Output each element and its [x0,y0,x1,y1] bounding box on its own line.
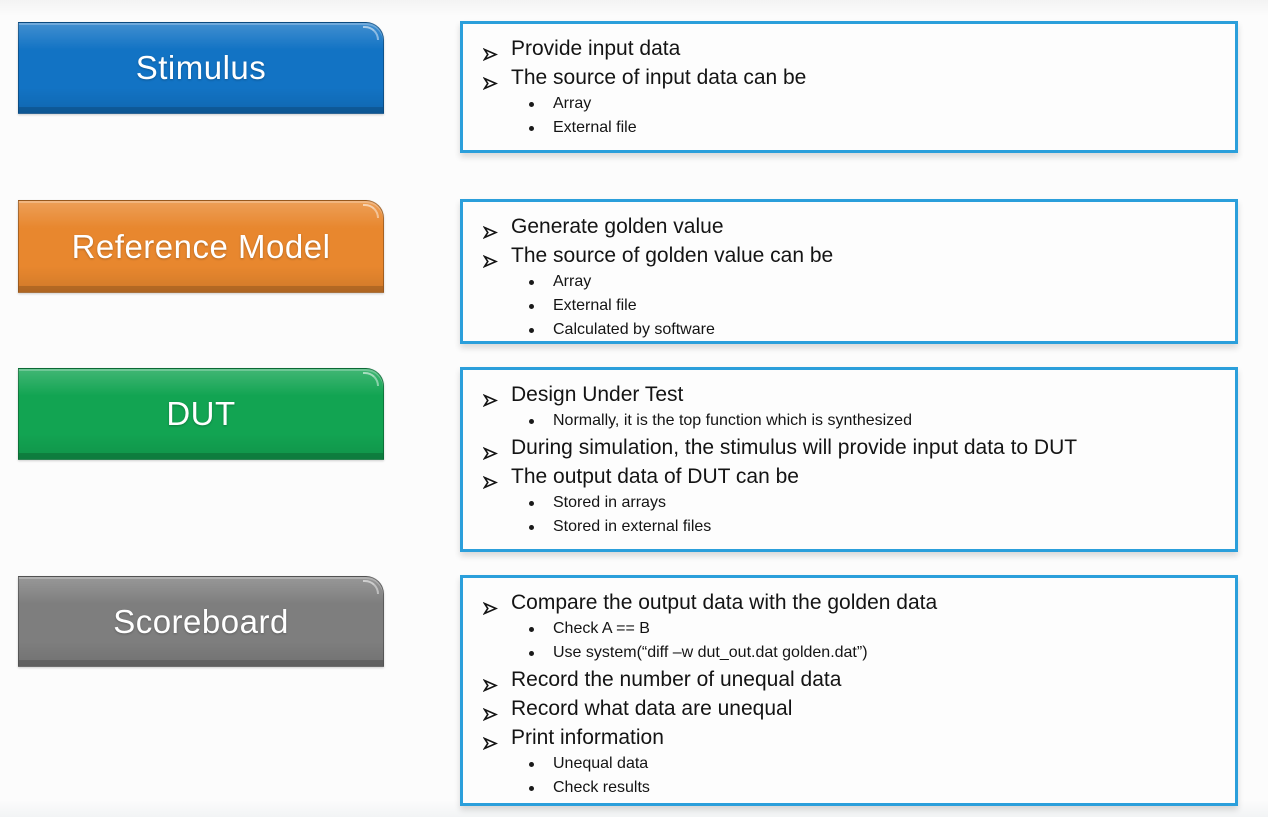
sub-bullet-item: Normally, it is the top function which i… [463,409,1227,433]
bullet-text: Provide input data [511,37,681,60]
sub-bullet-item: Calculated by software [463,318,1227,342]
sub-bullet-text: Unequal data [553,755,649,772]
bullet-item: During simulation, the stimulus will pro… [463,433,1227,462]
sub-bullet-text: Stored in external files [553,518,712,535]
sub-bullet-text: Calculated by software [553,321,715,338]
stimulus-box: Stimulus [18,22,384,114]
arrow-dart-bullet-icon [482,41,499,62]
dot-bullet-icon [529,525,534,530]
arrow-dart-bullet-icon [482,730,499,751]
sub-bullet-item: Array [463,270,1227,294]
bullet-text: During simulation, the stimulus will pro… [511,436,1078,459]
reference-model-box: Reference Model [18,200,384,293]
sub-bullet-item: External file [463,116,1227,140]
bullet-text: Record the number of unequal data [511,668,842,691]
dut-box: DUT [18,368,384,460]
dot-bullet-icon [529,651,534,656]
dot-bullet-icon [529,328,534,333]
sub-bullet-item: Use system(“diff –w dut_out.dat golden.d… [463,641,1227,665]
sub-bullet-text: Check A == B [553,620,650,637]
sub-bullet-item: External file [463,294,1227,318]
bullet-text: Design Under Test [511,383,684,406]
stimulus-label: Stimulus [135,49,267,86]
dot-bullet-icon [529,280,534,285]
bullet-item: Record what data are unequal [463,694,1227,723]
stimulus-bullet-list: Provide input data The source of input d… [463,24,1235,140]
sub-bullet-text: Array [553,95,592,112]
sub-bullet-text: Use system(“diff –w dut_out.dat golden.d… [553,644,868,661]
bullet-text: Generate golden value [511,215,724,238]
bullet-text: Compare the output data with the golden … [511,591,938,614]
bullet-item: Provide input data [463,34,1227,63]
arrow-dart-bullet-icon [482,70,499,91]
stimulus-details-panel: Provide input data The source of input d… [460,21,1238,153]
reference-model-bullet-list: Generate golden value The source of gold… [463,202,1235,342]
dot-bullet-icon [529,126,534,131]
bullet-text: The source of input data can be [511,66,807,89]
sub-bullet-text: Stored in arrays [553,494,666,511]
sub-bullet-text: Normally, it is the top function which i… [553,412,912,429]
bullet-text: Print information [511,726,664,749]
dut-details-panel: Design Under Test Normally, it is the to… [460,367,1238,552]
arrow-dart-bullet-icon [482,469,499,490]
scoreboard-details-panel: Compare the output data with the golden … [460,575,1238,806]
reference-model-label: Reference Model [71,227,331,265]
arrow-dart-bullet-icon [482,219,499,240]
bullet-item: Record the number of unequal data [463,665,1227,694]
bullet-item: The source of input data can be [463,63,1227,92]
bullet-item: Design Under Test [463,380,1227,409]
dot-bullet-icon [529,501,534,506]
arrow-dart-bullet-icon [482,672,499,693]
sub-bullet-item: Stored in arrays [463,491,1227,515]
arrow-dart-bullet-icon [482,248,499,269]
dut-bullet-list: Design Under Test Normally, it is the to… [463,370,1235,539]
bullet-item: Compare the output data with the golden … [463,588,1227,617]
sub-bullet-item: Check results [463,776,1227,800]
arrow-dart-bullet-icon [482,440,499,461]
bullet-item: Print information [463,723,1227,752]
sub-bullet-text: Check results [553,779,650,796]
bullet-item: Generate golden value [463,212,1227,241]
sub-bullet-item: Check A == B [463,617,1227,641]
bullet-item: The source of golden value can be [463,241,1227,270]
dot-bullet-icon [529,304,534,309]
scoreboard-box: Scoreboard [18,576,384,667]
dot-bullet-icon [529,102,534,107]
dot-bullet-icon [529,627,534,632]
bullet-item: The output data of DUT can be [463,462,1227,491]
sub-bullet-text: External file [553,297,637,314]
scoreboard-bullet-list: Compare the output data with the golden … [463,578,1235,800]
dot-bullet-icon [529,762,534,767]
sub-bullet-item: Unequal data [463,752,1227,776]
dot-bullet-icon [529,419,534,424]
reference-model-details-panel: Generate golden value The source of gold… [460,199,1238,344]
dut-label: DUT [166,395,236,432]
sub-bullet-text: External file [553,119,637,136]
arrow-dart-bullet-icon [482,595,499,616]
arrow-dart-bullet-icon [482,387,499,408]
sub-bullet-item: Stored in external files [463,515,1227,539]
bullet-text: Record what data are unequal [511,697,793,720]
scoreboard-label: Scoreboard [113,602,289,640]
arrow-dart-bullet-icon [482,701,499,722]
bullet-text: The source of golden value can be [511,244,834,267]
bullet-text: The output data of DUT can be [511,465,799,488]
sub-bullet-item: Array [463,92,1227,116]
sub-bullet-text: Array [553,273,592,290]
dot-bullet-icon [529,786,534,791]
